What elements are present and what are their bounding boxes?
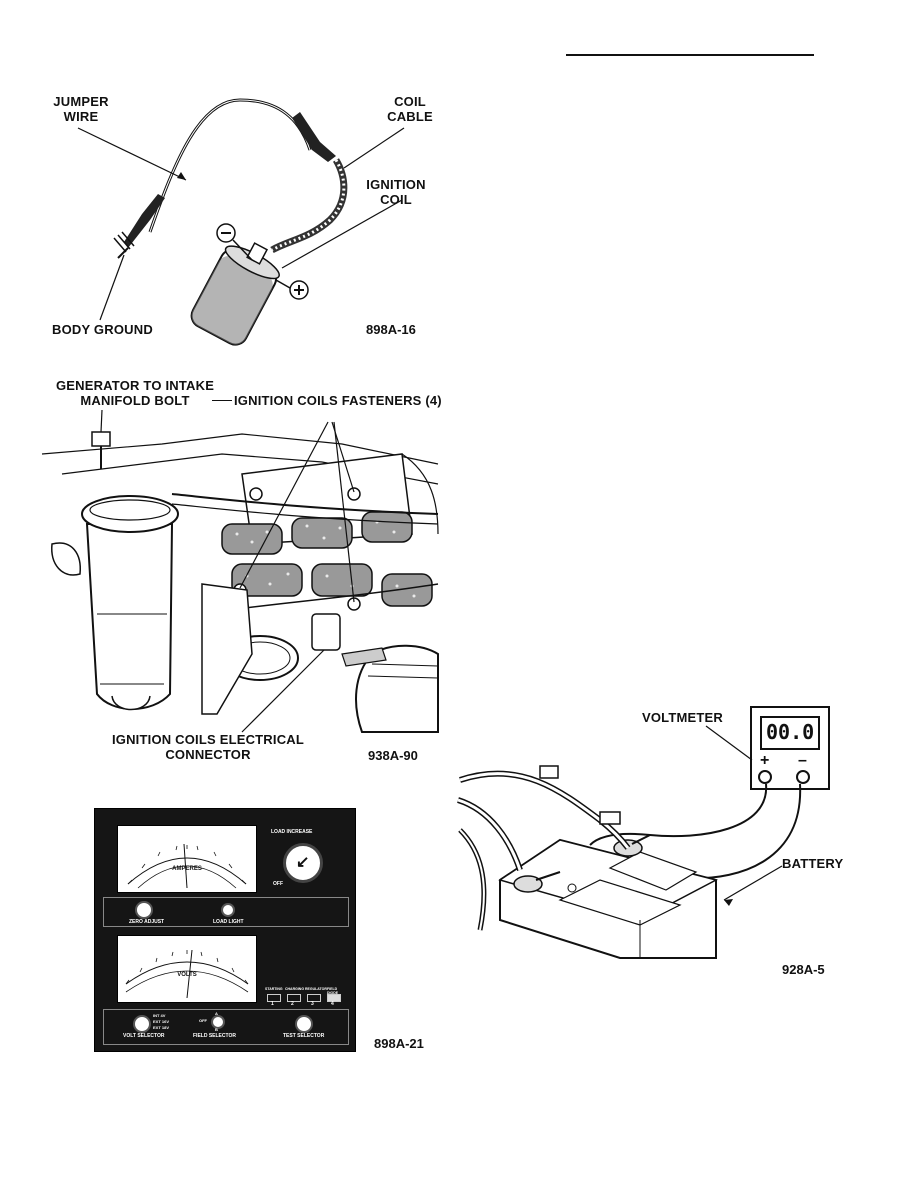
label-electrical-connector-line1: IGNITION COILS ELECTRICAL: [111, 732, 305, 747]
load-light: [221, 903, 235, 917]
label-ignition-coil-line1: IGNITION: [366, 177, 426, 192]
voltmeter-plus-icon: +: [760, 752, 770, 769]
field-selector-knob[interactable]: [211, 1015, 225, 1029]
voltmeter-reading: 00.0: [766, 720, 815, 744]
test-mode-field-diode: FIELD DIODE: [327, 987, 339, 995]
label-jumper-wire-line2: WIRE: [63, 109, 99, 124]
header-rule: [566, 54, 814, 56]
label-coil-cable-line2: CABLE: [387, 109, 433, 124]
test-mode-button-1[interactable]: [267, 994, 281, 1002]
figure1-code: 898A-16: [366, 322, 416, 337]
load-knob[interactable]: ↙: [283, 843, 323, 883]
test-selector-knob[interactable]: [295, 1015, 313, 1033]
label-voltmeter: VOLTMETER: [642, 710, 723, 725]
test-mode-starting: STARTING: [265, 987, 283, 991]
adjust-strip: [103, 897, 349, 927]
label-generator-bolt-line1: GENERATOR TO INTAKE: [55, 378, 215, 393]
amperes-gauge: AMPERES: [117, 825, 257, 893]
test-number-3: 3: [311, 1001, 314, 1007]
amperes-gauge-scale: [127, 843, 247, 889]
voltmeter-display: 00.0: [760, 716, 820, 750]
volt-option-3: EXT 18V: [153, 1025, 170, 1030]
test-mode-button-2[interactable]: [287, 994, 301, 1002]
field-option-b: B: [215, 1027, 218, 1032]
load-knob-arrow-icon: ↙: [296, 854, 310, 871]
field-selector-label: FIELD SELECTOR: [193, 1033, 236, 1039]
label-jumper-wire-line1: JUMPER: [53, 94, 109, 109]
tester-panel: AMPERES LOAD INCREASE ↙ OFF ZERO ADJUST …: [94, 808, 356, 1052]
test-number-2: 2: [291, 1001, 294, 1007]
volt-option-2: EXT 16V: [153, 1019, 170, 1024]
test-mode-regulator: REGULATOR: [305, 987, 327, 991]
figure1-drawing: [77, 98, 405, 346]
field-option-a: A: [215, 1011, 218, 1016]
label-body-ground: BODY GROUND: [52, 322, 153, 337]
figure2-drawing: [41, 409, 439, 733]
test-mode-button-3[interactable]: [307, 994, 321, 1002]
figure3-code: 898A-21: [374, 1036, 424, 1051]
load-off-label: OFF: [273, 881, 283, 887]
volts-label: VOLTS: [177, 972, 197, 978]
voltmeter-minus-icon: –: [798, 752, 807, 769]
label-jumper-wire: JUMPER WIRE: [46, 94, 116, 124]
test-modes: STARTING CHARGING REGULATOR FIELD DIODE …: [265, 987, 349, 1007]
label-battery: BATTERY: [782, 856, 844, 871]
volts-gauge: VOLTS: [117, 935, 257, 1003]
figure2-code: 938A-90: [368, 748, 418, 763]
test-mode-charging: CHARGING: [285, 987, 305, 991]
label-fasteners: IGNITION COILS FASTENERS (4): [234, 393, 442, 408]
volt-selector-knob[interactable]: [133, 1015, 151, 1033]
label-generator-bolt-line2: MANIFOLD BOLT: [80, 393, 190, 408]
figure4-code: 928A-5: [782, 962, 825, 977]
volt-selector-label: VOLT SELECTOR: [123, 1033, 165, 1039]
voltmeter-minus-jack: [796, 770, 810, 784]
figure4-drawing: [457, 725, 802, 959]
label-ignition-coil-line2: COIL: [380, 192, 412, 207]
label-ignition-coil: IGNITION COIL: [358, 177, 434, 207]
zero-adjust-knob[interactable]: [135, 901, 153, 919]
voltmeter: 00.0 + –: [750, 706, 830, 790]
load-increase-label: LOAD INCREASE: [271, 829, 313, 835]
voltmeter-plus-jack: [758, 770, 772, 784]
amperes-label: AMPERES: [172, 866, 202, 872]
test-mode-button-4[interactable]: [327, 994, 341, 1002]
zero-adjust-label: ZERO ADJUST: [129, 919, 165, 925]
volt-option-1: INT 4V: [153, 1013, 166, 1018]
label-coil-cable-line1: COIL: [394, 94, 426, 109]
test-number-4: 4: [331, 1001, 334, 1007]
test-selector-label: TEST SELECTOR: [283, 1033, 325, 1039]
label-electrical-connector: IGNITION COILS ELECTRICAL CONNECTOR: [108, 732, 308, 762]
load-light-label: LOAD LIGHT: [213, 919, 244, 925]
fasteners-leader-dash: [212, 400, 232, 401]
selector-strip: [103, 1009, 349, 1045]
label-electrical-connector-line2: CONNECTOR: [165, 747, 251, 762]
field-option-off: OFF: [199, 1018, 207, 1023]
label-generator-bolt: GENERATOR TO INTAKE MANIFOLD BOLT: [50, 378, 220, 408]
test-number-1: 1: [271, 1001, 274, 1007]
volts-gauge-scale: [125, 949, 249, 999]
label-coil-cable: COIL CABLE: [382, 94, 438, 124]
